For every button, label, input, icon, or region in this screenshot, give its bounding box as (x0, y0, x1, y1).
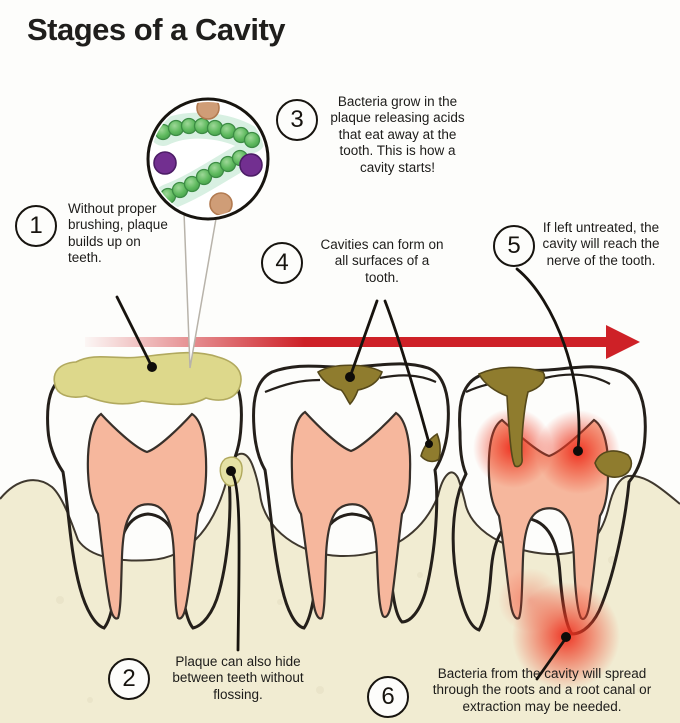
callout-text-4: Cavities can form on all surfaces of a t… (320, 237, 444, 285)
callout-number-4: 4 (261, 242, 303, 284)
callout-5-digit: 5 (507, 232, 521, 259)
callout-1-digit: 1 (29, 212, 43, 239)
callout-text-6: Bacteria from the cavity will spread thr… (432, 666, 652, 714)
tooth2-pulp (290, 410, 412, 620)
callout-4-digit: 4 (275, 249, 289, 276)
callout-6-digit: 6 (381, 683, 395, 710)
page-title: Stages of a Cavity (27, 12, 286, 47)
tooth1-pulp (86, 412, 208, 620)
callout-2-digit: 2 (122, 665, 136, 692)
purple-microbe-right (239, 153, 263, 177)
tooth2-occlusal-cavity (316, 364, 383, 406)
callout-3-digit: 3 (290, 106, 304, 133)
callout-number-1: 1 (15, 205, 57, 247)
tan-microbe-bottom (209, 192, 233, 216)
pointer-lines (115, 267, 583, 681)
tan-microbe-top (196, 102, 220, 120)
tooth2-side-cavity (420, 432, 441, 463)
callout-number-6: 6 (367, 676, 409, 718)
callout-number-3: 3 (276, 99, 318, 141)
callout-text-2: Plaque can also hide between teeth witho… (172, 654, 304, 702)
progression-arrow (85, 325, 640, 359)
tooth-stage-plaque (46, 351, 243, 630)
callout-text-3: Bacteria grow in the plaque releasing ac… (330, 94, 465, 175)
tooth3-deep-cavity (477, 366, 546, 468)
tooth-stage-cavity (252, 362, 450, 630)
magnifier-bacteria-view (146, 97, 270, 369)
tooth1-plaque (53, 351, 242, 406)
callout-text-1: Without proper brushing, plaque builds u… (68, 201, 168, 266)
callout-number-2: 2 (108, 658, 150, 700)
tooth3-side-cavity (594, 450, 633, 478)
purple-microbe-left (153, 151, 177, 175)
callout-text-5: If left untreated, the cavity will reach… (542, 220, 660, 268)
callout-number-5: 5 (493, 225, 535, 267)
